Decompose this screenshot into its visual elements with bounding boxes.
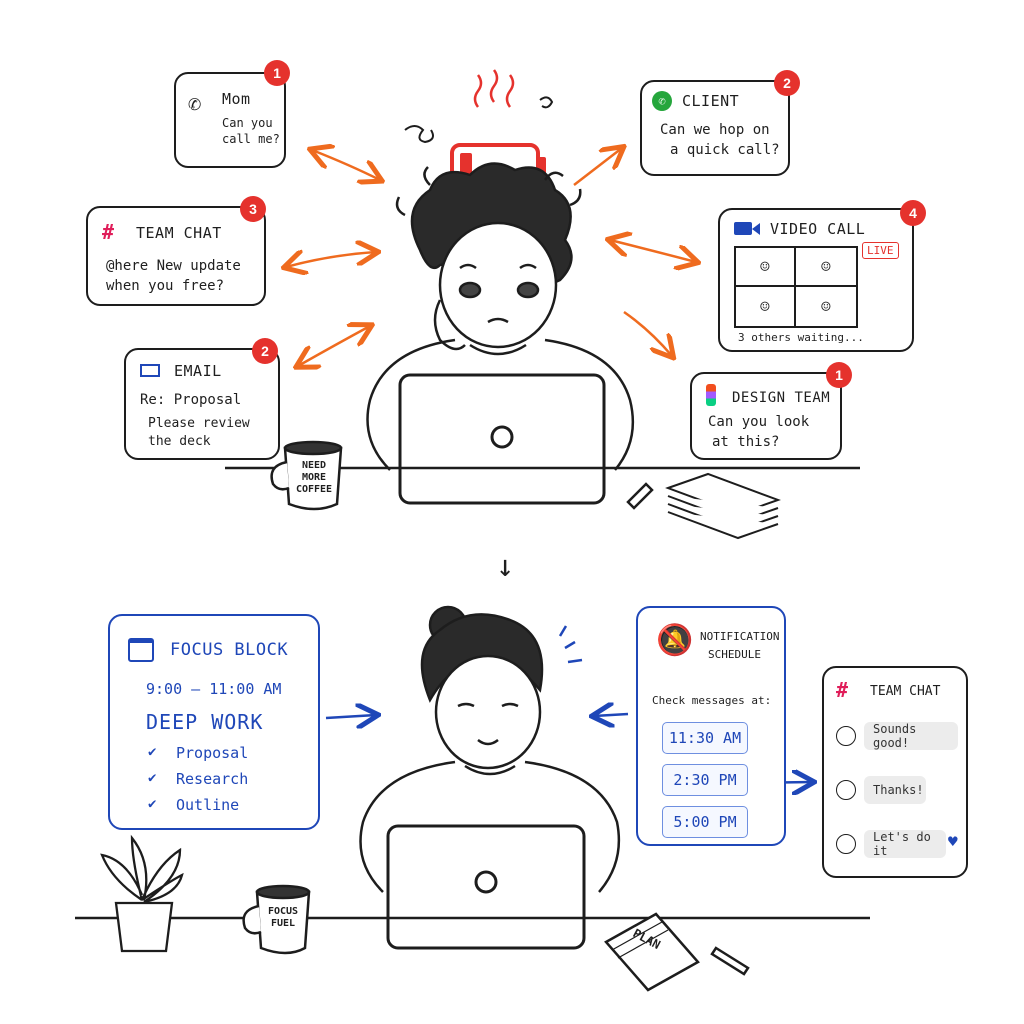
pen	[626, 482, 654, 510]
video-camera-icon	[734, 222, 752, 235]
time-slot[interactable]: 2:30 PM	[662, 764, 748, 796]
phone-icon: ✆	[188, 92, 202, 117]
plant-icon	[100, 834, 184, 953]
avatar	[836, 726, 856, 746]
check-icon: ✔	[148, 770, 157, 786]
focus-time: 9:00 – 11:00 AM	[146, 680, 282, 698]
task-item: Outline	[176, 796, 240, 814]
notification-line: Can you look	[708, 414, 810, 430]
slack-icon: #	[836, 678, 849, 702]
chat-message: Thanks!	[864, 776, 926, 804]
notification-line: Please review	[148, 416, 250, 431]
notification-line: when you free?	[106, 278, 225, 294]
participant-avatar: ☺	[736, 248, 796, 287]
laptop	[386, 824, 586, 950]
heart-icon: ♥	[948, 832, 958, 851]
slack-icon: #	[102, 220, 115, 244]
whatsapp-icon: ✆	[652, 91, 672, 111]
participant-avatar: ☺	[736, 287, 796, 326]
participant-avatar: ☺	[796, 248, 856, 287]
schedule-title: SCHEDULE	[708, 648, 761, 661]
notification-line: Re: Proposal	[140, 392, 242, 408]
focus-heading: DEEP WORK	[146, 710, 264, 734]
stress-lines	[473, 69, 515, 108]
avatar	[836, 834, 856, 854]
calm-person	[359, 605, 621, 893]
notification-badge: 4	[900, 200, 926, 226]
focus-title: FOCUS BLOCK	[170, 640, 289, 660]
envelope-icon	[140, 364, 160, 377]
chat-message: Let's do it	[864, 830, 946, 858]
notification-line: the deck	[148, 434, 211, 449]
notification-badge: 2	[252, 338, 278, 364]
notification-line: @here New update	[106, 258, 241, 274]
stressed-person	[366, 162, 635, 471]
transition-arrow: ↓	[496, 549, 515, 584]
notification-line: Can we hop on	[660, 122, 770, 138]
bell-off-icon: 🔕	[656, 623, 694, 658]
notification-line: a quick call?	[670, 142, 780, 158]
notification-badge: 1	[826, 362, 852, 388]
plan-notebook	[604, 912, 700, 992]
notification-title: Mom	[222, 90, 251, 108]
notification-title: VIDEO CALL	[770, 220, 866, 238]
mug-text: COFFEE	[295, 484, 333, 495]
notification-line: Can you	[222, 116, 273, 130]
notification-title: TEAM CHAT	[136, 224, 222, 242]
mug-text: MORE	[301, 472, 327, 483]
focus-block-card[interactable]: FOCUS BLOCK 9:00 – 11:00 AM DEEP WORK ✔ …	[108, 614, 320, 830]
paper-stack	[665, 472, 781, 540]
figma-icon	[706, 384, 716, 406]
chat-title: TEAM CHAT	[870, 684, 941, 699]
notification-team-chat[interactable]: # TEAM CHAT @here New update when you fr…	[86, 196, 266, 306]
notification-design-team[interactable]: DESIGN TEAM Can you look at this? 1	[690, 362, 852, 460]
notification-badge: 1	[264, 60, 290, 86]
notification-title: EMAIL	[174, 362, 222, 380]
pen	[710, 946, 750, 976]
notification-badge: 2	[774, 70, 800, 96]
task-item: Research	[176, 770, 249, 788]
notification-schedule-card[interactable]: 🔕 NOTIFICATION SCHEDULE Check messages a…	[636, 606, 786, 846]
video-grid: ☺ ☺ ☺ ☺	[734, 246, 858, 328]
coffee-mug	[242, 884, 311, 955]
participant-avatar: ☺	[821, 297, 831, 316]
mug-text: NEED	[301, 460, 327, 471]
mug-text: FOCUS	[267, 906, 299, 917]
schedule-label: Check messages at:	[652, 694, 772, 707]
notification-client[interactable]: ✆ CLIENT Can we hop on a quick call? 2	[640, 70, 800, 176]
team-chat-card[interactable]: # TEAM CHAT Sounds good! Thanks! Let's d…	[822, 666, 968, 878]
live-badge: LIVE	[862, 242, 899, 259]
coffee-mug	[270, 440, 343, 511]
time-slot[interactable]: 11:30 AM	[662, 722, 748, 754]
waiting-text: 3 others waiting...	[738, 331, 864, 344]
notification-line: call me?	[222, 132, 280, 146]
schedule-title: NOTIFICATION	[700, 630, 780, 643]
laptop	[398, 373, 606, 505]
notification-video-call[interactable]: VIDEO CALL LIVE ☺ ☺ ☺ ☺ 3 others waiting…	[718, 200, 926, 352]
avatar	[836, 780, 856, 800]
scribble-icon	[404, 96, 554, 144]
notification-title: CLIENT	[682, 92, 740, 110]
chat-message: Sounds good!	[864, 722, 958, 750]
task-item: Proposal	[176, 744, 249, 762]
video-camera-lens	[752, 223, 760, 235]
mug-label: FOCUS FUEL	[262, 906, 304, 930]
mug-text: FUEL	[270, 918, 296, 929]
calendar-icon	[128, 638, 154, 662]
check-icon: ✔	[148, 796, 157, 812]
notification-title: DESIGN TEAM	[732, 390, 831, 406]
check-icon: ✔	[148, 744, 157, 760]
notification-mom[interactable]: ✆ Mom Can you call me? 1	[174, 60, 290, 168]
notification-badge: 3	[240, 196, 266, 222]
mug-label: NEED MORE COFFEE	[292, 460, 336, 496]
time-slot[interactable]: 5:00 PM	[662, 806, 748, 838]
notification-email[interactable]: EMAIL Re: Proposal Please review the dec…	[124, 338, 280, 460]
notification-line: at this?	[712, 434, 780, 450]
chaos-arrows	[286, 148, 696, 366]
